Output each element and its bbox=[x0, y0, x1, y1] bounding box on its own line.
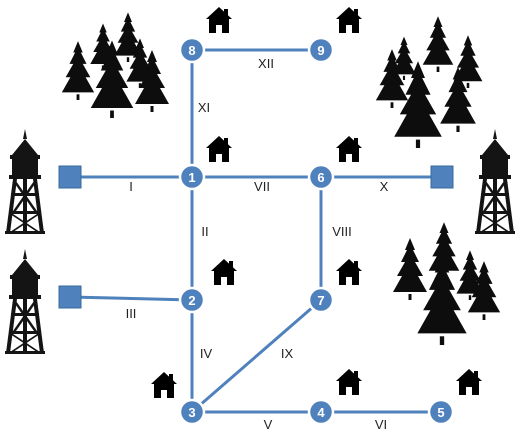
pipe-label: V bbox=[264, 417, 273, 432]
pipe-label: IV bbox=[200, 346, 213, 361]
pipe-label: XI bbox=[198, 100, 210, 115]
junction-label: 2 bbox=[188, 293, 195, 308]
house-icon bbox=[211, 259, 237, 285]
junction-node-7: 7 bbox=[307, 286, 335, 314]
pipe-label: IX bbox=[281, 346, 294, 361]
sources bbox=[58, 165, 454, 309]
pipe-label: I bbox=[129, 179, 133, 194]
pipe-label: II bbox=[201, 224, 208, 239]
junctions: 1 2 3 4 5 6 7 8 9 bbox=[178, 36, 455, 426]
junction-circle bbox=[178, 36, 206, 64]
house-icon bbox=[206, 136, 232, 162]
junction-node-3: 3 bbox=[178, 398, 206, 426]
pipe-label: VI bbox=[375, 417, 387, 432]
junction-circle bbox=[178, 163, 206, 191]
source-square bbox=[58, 165, 82, 189]
pipe-label: XII bbox=[258, 56, 274, 71]
junction-label: 8 bbox=[188, 43, 195, 58]
junction-node-4: 4 bbox=[307, 398, 335, 426]
house-icon bbox=[336, 7, 362, 33]
pipe-III bbox=[69, 295, 193, 302]
junction-circle bbox=[427, 398, 455, 426]
junction-circle bbox=[178, 286, 206, 314]
junction-node-6: 6 bbox=[307, 163, 335, 191]
junction-node-8: 8 bbox=[178, 36, 206, 64]
house-icon bbox=[336, 369, 362, 395]
forest-right bbox=[393, 222, 501, 345]
pipe-label: III bbox=[126, 306, 137, 321]
junction-circle bbox=[307, 398, 335, 426]
house-icon bbox=[151, 372, 177, 398]
junction-node-2: 2 bbox=[178, 286, 206, 314]
junction-label: 7 bbox=[317, 293, 324, 308]
pipe-label: VIII bbox=[332, 224, 352, 239]
pipe-label: X bbox=[380, 179, 389, 194]
junction-circle bbox=[307, 36, 335, 64]
junction-node-5: 5 bbox=[427, 398, 455, 426]
junction-label: 1 bbox=[188, 170, 195, 185]
house-icon bbox=[456, 369, 482, 395]
pipe-IX bbox=[191, 298, 322, 414]
water-tower-icon bbox=[5, 129, 45, 234]
house-icon bbox=[336, 259, 362, 285]
junction-label: 5 bbox=[437, 405, 444, 420]
forest-top-right bbox=[375, 16, 483, 149]
junction-circle bbox=[307, 286, 335, 314]
forest-top-left bbox=[61, 12, 169, 118]
source-square bbox=[430, 165, 454, 189]
junction-node-1: 1 bbox=[178, 163, 206, 191]
source-square bbox=[58, 285, 82, 309]
junction-circle bbox=[307, 163, 335, 191]
house-icon bbox=[206, 7, 232, 33]
junction-label: 3 bbox=[188, 405, 195, 420]
junction-node-9: 9 bbox=[307, 36, 335, 64]
water-tower-icon bbox=[475, 129, 515, 234]
water-tower-icon bbox=[5, 249, 45, 354]
junction-circle bbox=[178, 398, 206, 426]
pipes bbox=[69, 48, 442, 414]
pipe-label: VII bbox=[254, 179, 270, 194]
junction-label: 9 bbox=[317, 43, 324, 58]
junction-label: 6 bbox=[317, 170, 324, 185]
house-icon bbox=[336, 136, 362, 162]
junction-label: 4 bbox=[317, 405, 325, 420]
